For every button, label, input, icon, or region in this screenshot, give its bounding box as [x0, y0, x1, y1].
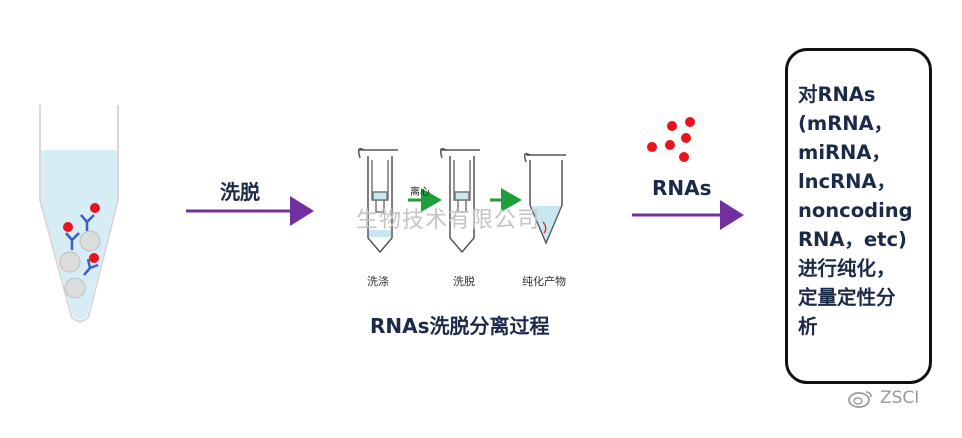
brand-text: ZSCI [880, 388, 920, 408]
centrifuge-label: 离心 [410, 187, 430, 198]
brand-watermark: ZSCI [848, 388, 919, 408]
rna-dot [647, 142, 657, 152]
rna-dot [681, 133, 691, 143]
rnas-label: RNAs [652, 176, 712, 200]
tube-liquid [41, 150, 117, 320]
weibo-icon [848, 388, 874, 408]
elute-label: 洗脱 [220, 180, 260, 204]
rna-dot [63, 222, 73, 232]
rna-dot [89, 253, 99, 263]
rna-dot [667, 121, 677, 131]
result-box [785, 48, 932, 384]
rna-dot [685, 117, 695, 127]
rna-dot [90, 203, 100, 213]
antibody [65, 232, 80, 250]
process-title: RNAs洗脱分离过程 [370, 314, 550, 338]
spin-column-elute [439, 147, 480, 254]
antibody [80, 214, 95, 231]
collection-tube-product [523, 152, 566, 245]
bead [59, 251, 81, 273]
rna-dot [679, 152, 689, 162]
bead [79, 230, 101, 252]
sample-tube [39, 105, 119, 324]
antibody [83, 258, 99, 276]
step-wash-label: 洗涤 [367, 275, 389, 288]
bead [64, 277, 86, 299]
step-elute-label: 洗脱 [453, 275, 475, 288]
spin-column-wash [357, 147, 398, 254]
step-product-label: 纯化产物 [522, 275, 566, 288]
rna-cluster [647, 117, 695, 162]
rna-dot [665, 140, 675, 150]
watermark-text: 生物技术有限公司 [356, 208, 541, 233]
result-text: 对RNAs (mRNA， miRNA， lncRNA， noncoding RN… [798, 83, 913, 338]
